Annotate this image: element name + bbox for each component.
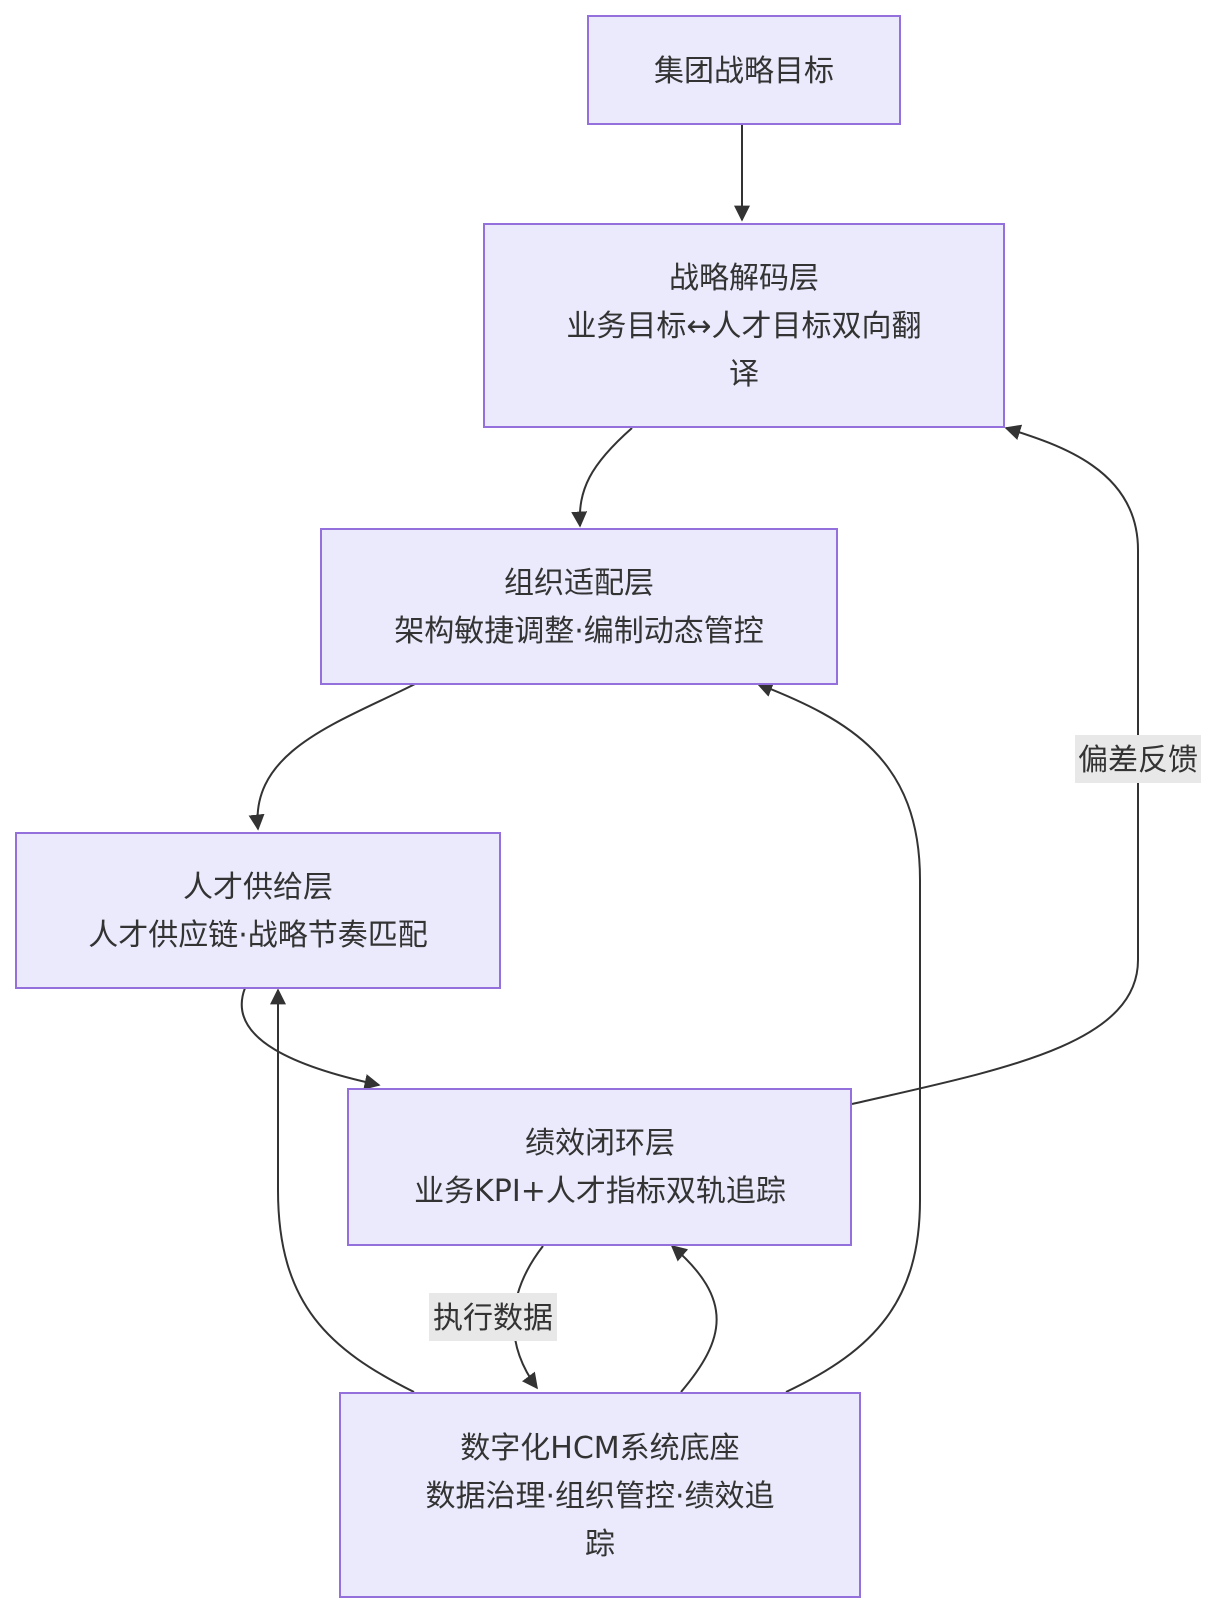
node-goal: 集团战略目标 (587, 15, 901, 125)
node-decode-line-1: 战略解码层 (669, 261, 819, 296)
node-hcm-line-2: 数据治理·组织管控·绩效追 (425, 1479, 774, 1514)
node-goal-line-1: 集团战略目标 (654, 54, 834, 89)
node-org-line-2: 架构敏捷调整·编制动态管控 (394, 614, 764, 649)
edge-label-execution: 执行数据 (433, 1301, 553, 1336)
node-perf-line-1: 绩效闭环层 (525, 1126, 675, 1161)
node-decode: 战略解码层 业务目标↔人才目标双向翻 译 (483, 223, 1005, 428)
edge-hcm-to-perf (670, 1244, 718, 1393)
edge-decode-to-org (571, 427, 633, 528)
node-perf-line-2: 业务KPI+人才指标双轨追踪 (414, 1174, 786, 1209)
edge-hcm-to-talent (270, 988, 415, 1393)
node-decode-line-3: 译 (729, 357, 759, 392)
node-org: 组织适配层 架构敏捷调整·编制动态管控 (320, 528, 838, 685)
node-hcm: 数字化HCM系统底座 数据治理·组织管控·绩效追 踪 (339, 1392, 861, 1598)
edge-label-feedback-group: 偏差反馈 (1075, 735, 1201, 783)
edge-org-to-talent (248, 683, 416, 831)
node-hcm-line-1: 数字化HCM系统底座 (460, 1431, 739, 1466)
node-decode-line-2: 业务目标↔人才目标双向翻 (566, 309, 921, 344)
edge-label-execution-group: 执行数据 (429, 1293, 557, 1341)
node-perf: 绩效闭环层 业务KPI+人才指标双轨追踪 (347, 1088, 852, 1246)
edge-hcm-to-org (756, 681, 921, 1393)
node-talent: 人才供给层 人才供应链·战略节奏匹配 (15, 832, 501, 989)
edge-talent-to-perf (240, 987, 381, 1090)
node-hcm-line-3: 踪 (585, 1527, 615, 1562)
node-talent-line-2: 人才供应链·战略节奏匹配 (88, 918, 428, 953)
edge-label-feedback: 偏差反馈 (1078, 743, 1198, 778)
node-org-line-1: 组织适配层 (504, 566, 654, 601)
edge-perf-to-decode-feedback (851, 424, 1139, 1105)
node-talent-line-1: 人才供给层 (183, 870, 333, 905)
